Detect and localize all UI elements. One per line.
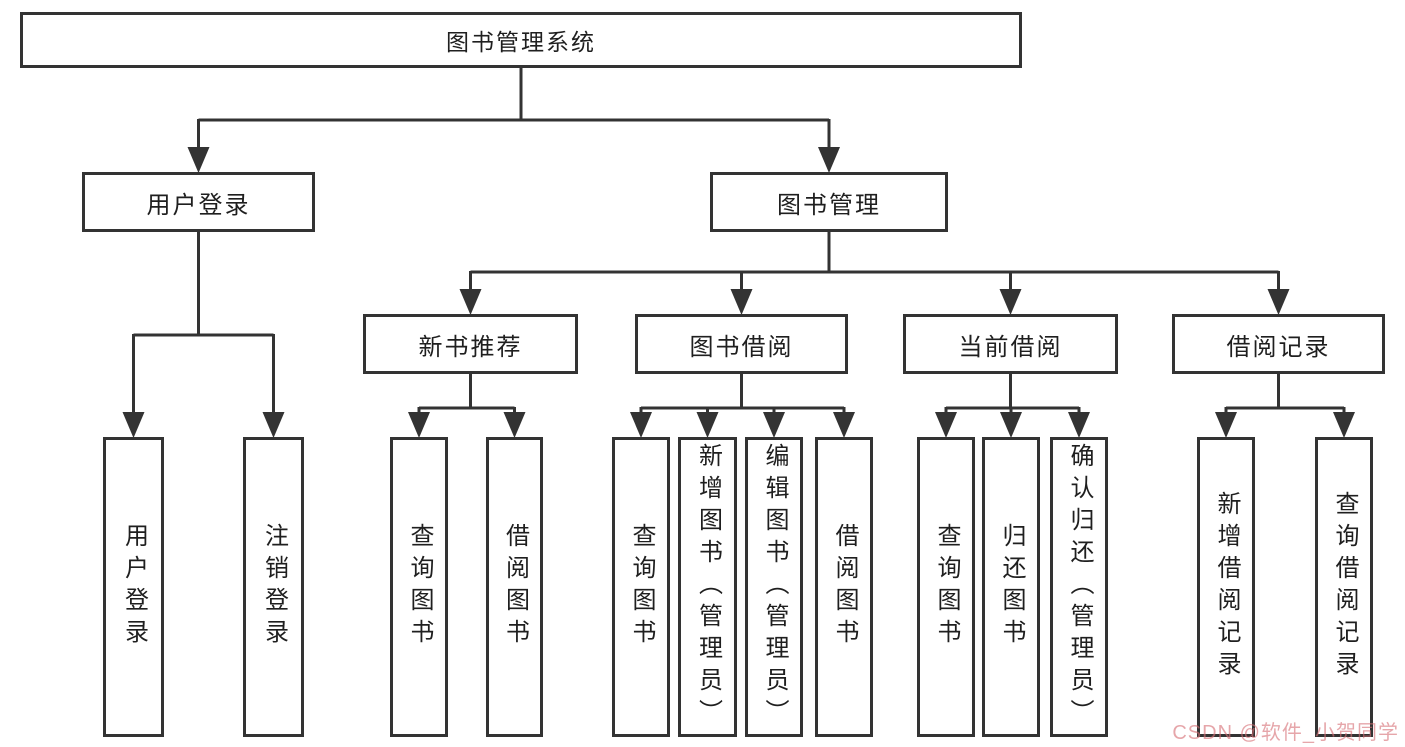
node-label: 图书管理系统: [446, 29, 596, 55]
arrowhead-icon: [833, 412, 855, 438]
node-book-borrow: 图书借阅: [635, 314, 848, 374]
arrowhead-icon: [1068, 412, 1090, 438]
node-user-login: 用户登录: [82, 172, 315, 232]
node-book-mgmt: 图书管理: [710, 172, 948, 232]
arrowhead-icon: [999, 289, 1022, 315]
arrowhead-icon: [630, 412, 652, 438]
node-leaf-confirm-return: 确认归还（管理员）: [1050, 437, 1108, 737]
node-label: 归还图书: [998, 523, 1025, 651]
node-leaf-return-book: 归还图书: [982, 437, 1040, 737]
node-label: 新书推荐: [418, 333, 523, 361]
arrowhead-icon: [763, 412, 785, 438]
watermark: CSDN @软件_小贺同学: [1172, 722, 1399, 744]
arrowhead-icon: [1215, 412, 1237, 438]
node-label: 图书管理: [777, 191, 881, 219]
node-leaf-add-book: 新增图书（管理员）: [678, 437, 737, 737]
node-label: 借阅记录: [1226, 333, 1331, 361]
arrowhead-icon: [818, 147, 840, 173]
node-label: 查询图书: [628, 523, 655, 651]
arrowhead-icon: [408, 412, 430, 438]
node-label: 当前借阅: [958, 333, 1063, 361]
arrowhead-icon: [187, 147, 210, 173]
node-label: 借阅图书: [831, 523, 858, 651]
node-label: 查询图书: [933, 523, 960, 651]
arrowhead-icon: [1333, 412, 1355, 438]
node-new-book-rec: 新书推荐: [363, 314, 578, 374]
arrowhead-icon: [730, 289, 753, 315]
node-leaf-borrow-book-2: 借阅图书: [815, 437, 873, 737]
arrowhead-icon: [1000, 412, 1022, 438]
arrowhead-icon: [262, 412, 285, 438]
node-label: 图书借阅: [689, 333, 794, 361]
arrowhead-icon: [459, 289, 482, 315]
node-leaf-query-record: 查询借阅记录: [1315, 437, 1373, 737]
node-leaf-query-book-1: 查询图书: [390, 437, 448, 737]
node-current-borrow: 当前借阅: [903, 314, 1118, 374]
arrowhead-icon: [122, 412, 145, 438]
node-leaf-query-book-3: 查询图书: [917, 437, 975, 737]
node-leaf-edit-book: 编辑图书（管理员）: [745, 437, 803, 737]
node-leaf-query-book-2: 查询图书: [612, 437, 670, 737]
node-label: 用户登录: [146, 191, 251, 219]
node-label: 新增借阅记录: [1213, 491, 1240, 683]
node-label: 新增图书（管理员）: [694, 443, 722, 731]
node-leaf-borrow-book-1: 借阅图书: [486, 437, 543, 737]
arrowhead-icon: [503, 412, 526, 438]
arrowhead-icon: [935, 412, 957, 438]
arrowhead-icon: [1267, 289, 1290, 315]
node-leaf-add-record: 新增借阅记录: [1197, 437, 1255, 737]
node-label: 借阅图书: [501, 523, 529, 651]
node-label: 注销登录: [260, 523, 288, 651]
node-root: 图书管理系统: [20, 12, 1022, 68]
node-leaf-user-login: 用户登录: [103, 437, 164, 737]
node-borrow-records: 借阅记录: [1172, 314, 1385, 374]
node-label: 用户登录: [120, 523, 148, 651]
node-label: 编辑图书（管理员）: [761, 443, 788, 731]
node-label: 确认归还（管理员）: [1066, 443, 1093, 731]
node-leaf-logout: 注销登录: [243, 437, 304, 737]
node-label: 查询图书: [406, 523, 433, 651]
node-label: 查询借阅记录: [1331, 491, 1358, 683]
arrowhead-icon: [696, 412, 719, 438]
